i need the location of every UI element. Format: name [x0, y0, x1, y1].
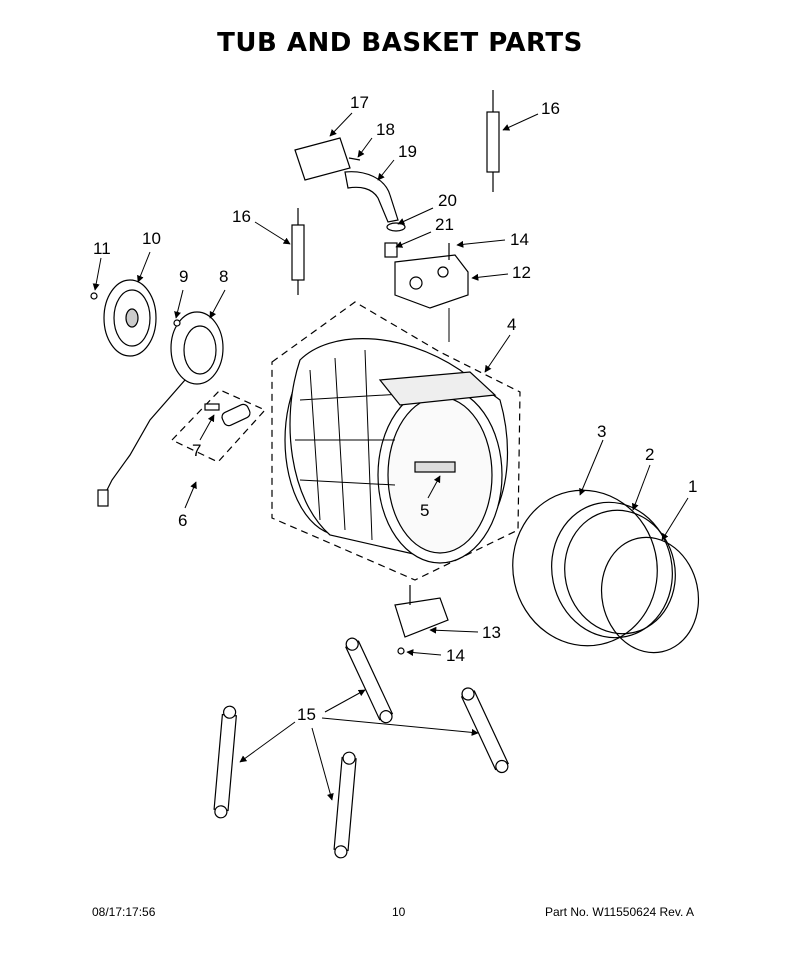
callout-7: 7: [192, 441, 201, 460]
bracket-part: [394, 585, 449, 655]
callout-14-top: 14: [510, 230, 529, 249]
footer-part-number: Part No. W11550624 Rev. A: [545, 905, 694, 919]
callout-6: 6: [178, 511, 187, 530]
leader-lines: [92, 112, 689, 801]
footer-date: 08/17:17:56: [92, 905, 156, 919]
callout-21: 21: [435, 215, 454, 234]
callout-9: 9: [179, 267, 188, 286]
pulley-parts: [90, 279, 157, 357]
tub-assembly: [271, 301, 521, 581]
callout-2: 2: [645, 445, 654, 464]
callout-17: 17: [350, 93, 369, 112]
callout-16-left: 16: [232, 207, 251, 226]
callout-1: 1: [688, 477, 697, 496]
suspension-springs: [291, 90, 500, 295]
callout-14-bottom: 14: [446, 646, 465, 665]
callout-11: 11: [93, 239, 111, 258]
rotor-parts: [170, 311, 224, 385]
upper-parts: [294, 137, 469, 309]
callout-15: 15: [297, 705, 316, 724]
callout-labels: 1 2 3 4 5 6 7 8 9 10 11 12 13 14 14 15 1…: [93, 93, 697, 724]
callout-8: 8: [219, 267, 228, 286]
callout-13: 13: [482, 623, 501, 642]
footer-page-number: 10: [392, 905, 406, 919]
dampers: [213, 637, 509, 859]
callout-10: 10: [142, 229, 161, 248]
callout-16-right: 16: [541, 99, 560, 118]
callout-4: 4: [507, 315, 516, 334]
callout-18: 18: [376, 120, 395, 139]
sensor-harness: [97, 379, 267, 507]
page-title: TUB AND BASKET PARTS: [217, 28, 583, 58]
callout-5: 5: [420, 501, 429, 520]
callout-19: 19: [398, 142, 417, 161]
callout-3: 3: [597, 422, 606, 441]
callout-12: 12: [512, 263, 531, 282]
door-bellow-parts: [512, 489, 700, 654]
callout-20: 20: [438, 191, 457, 210]
